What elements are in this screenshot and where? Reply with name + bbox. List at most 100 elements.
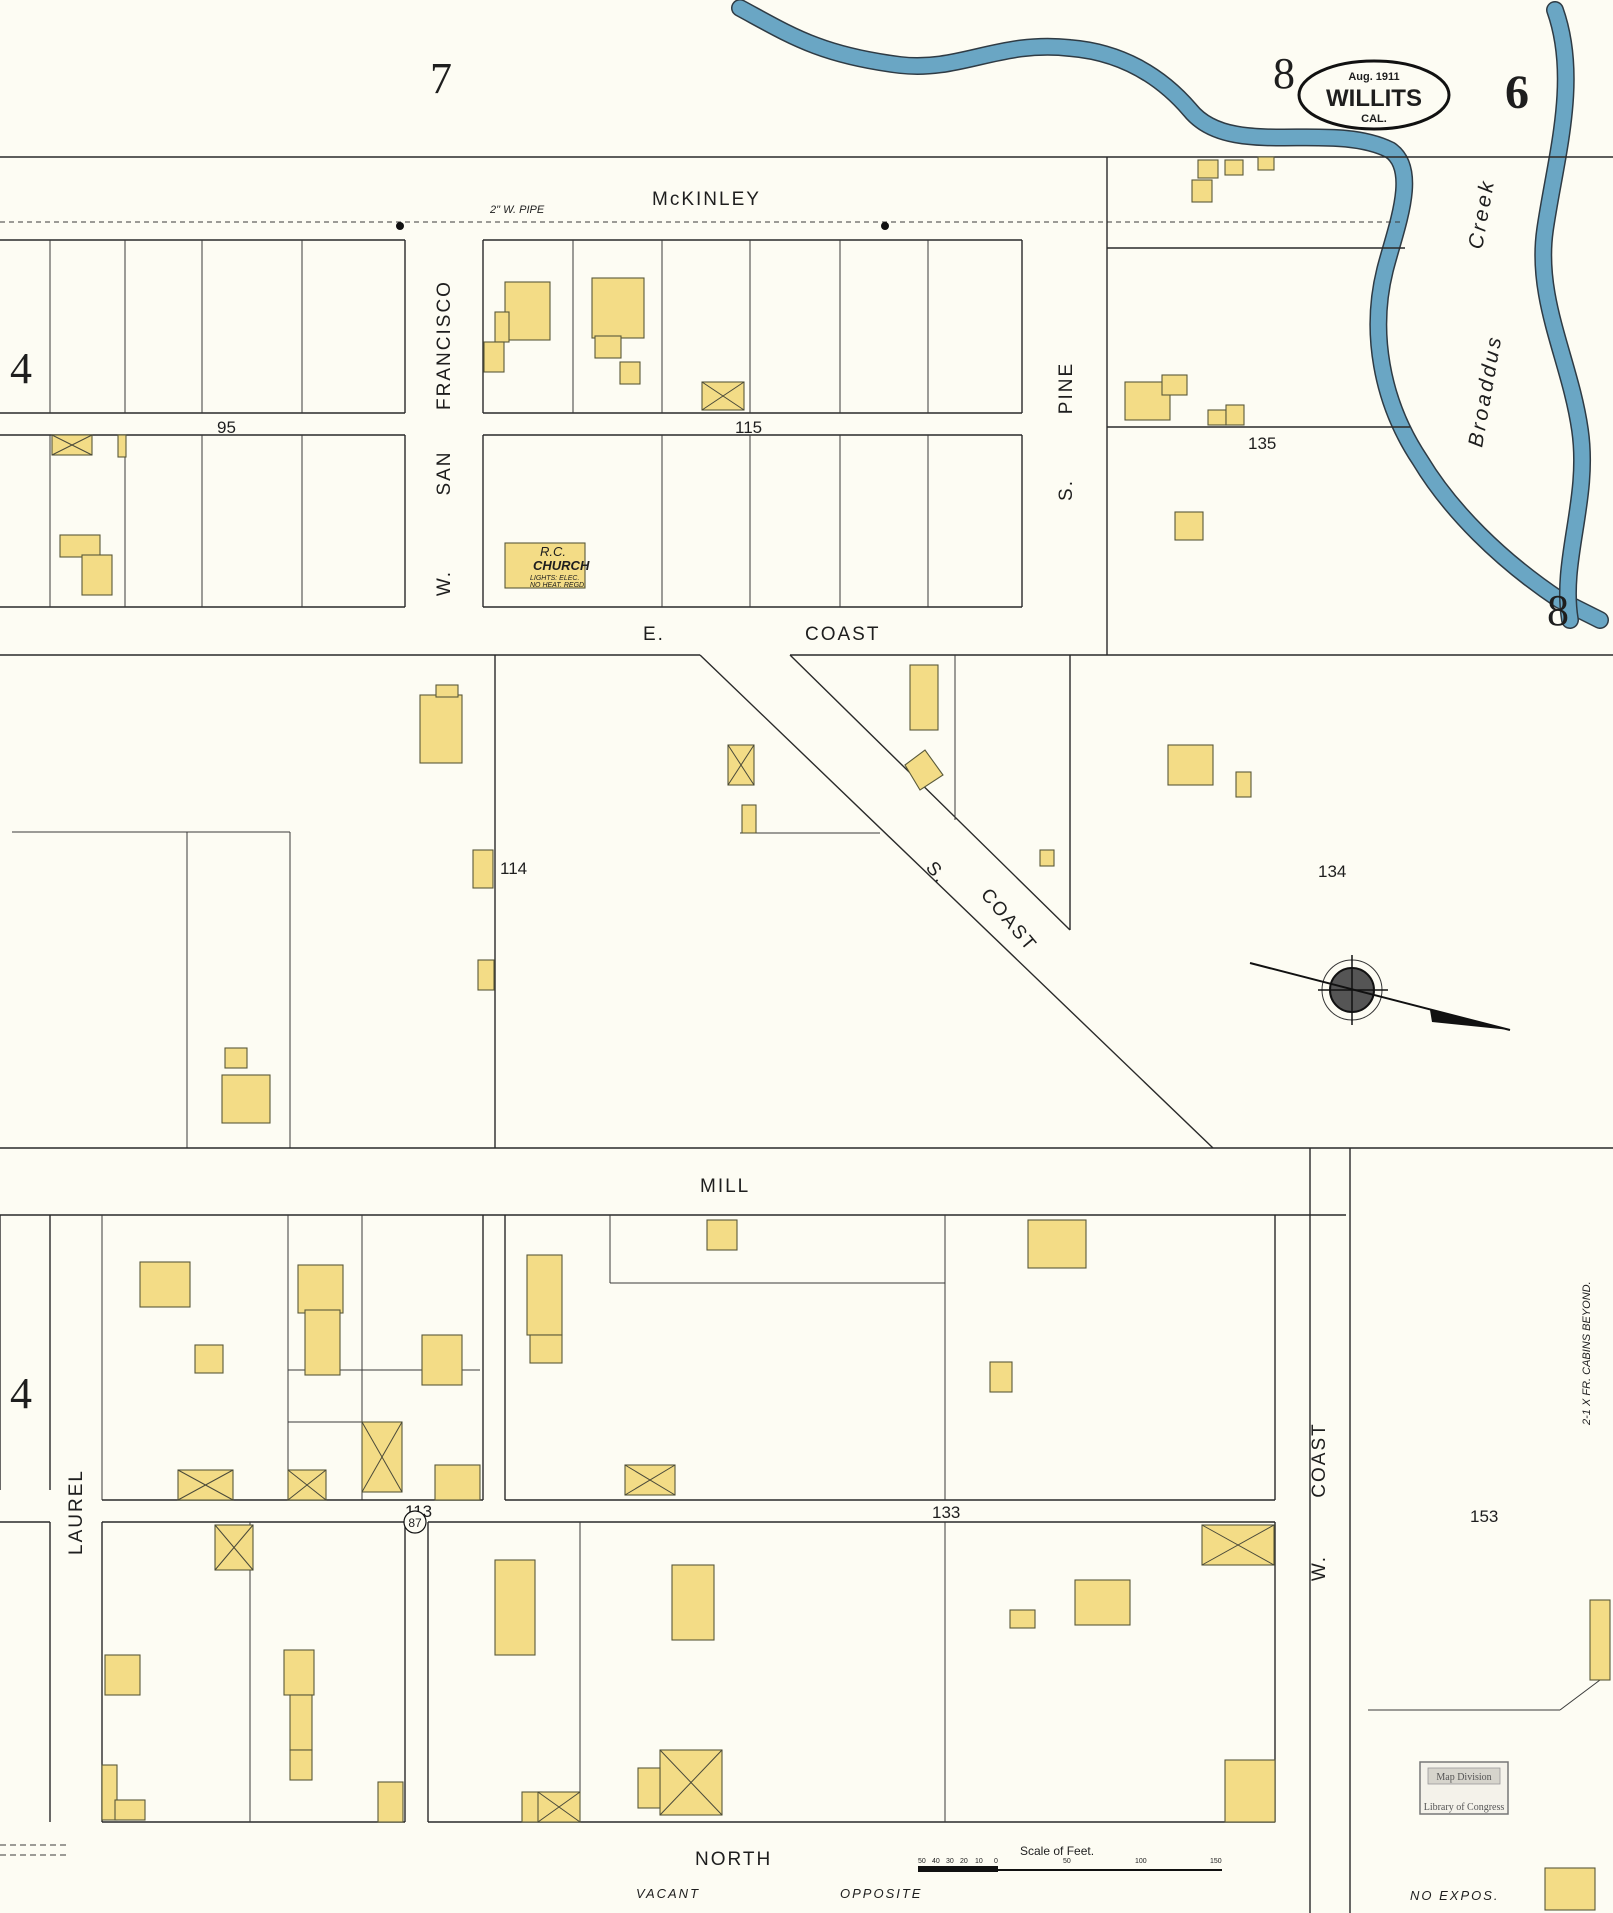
- dwelling: [1544, 1867, 1596, 1911]
- outbuilding: [1589, 1599, 1611, 1681]
- porch: [435, 684, 459, 698]
- street-w-coast-w: W.: [1309, 1555, 1330, 1581]
- outbuilding: [594, 335, 622, 359]
- street-grid: [0, 156, 1613, 1913]
- outbuilding: [1235, 771, 1252, 798]
- outbuilding: [989, 1361, 1013, 1393]
- outbuilding: [483, 341, 505, 373]
- church-label: CHURCH: [533, 558, 590, 573]
- dwelling: [304, 1309, 341, 1376]
- outbuilding: [1174, 511, 1204, 541]
- hydrant-dot: [396, 222, 404, 230]
- outbuilding: [1257, 156, 1275, 171]
- adjacent-sheet-top-left: 7: [430, 54, 452, 103]
- street-w: W.: [434, 570, 455, 596]
- rc-church: [504, 542, 586, 589]
- adjacent-sheet-left-upper: 4: [10, 344, 32, 393]
- scale-tick: 20: [960, 1858, 968, 1865]
- street-north: NORTH: [695, 1849, 772, 1870]
- stamp-line2: Library of Congress: [1424, 1802, 1505, 1813]
- stamp-line1: Map Division: [1436, 1772, 1491, 1783]
- library-stamp: Map Division Library of Congress: [1419, 1761, 1509, 1815]
- outbuilding: [494, 311, 510, 343]
- block-number: 114: [500, 859, 527, 878]
- scale-tick: 30: [946, 1858, 954, 1865]
- outbuilding: [101, 1764, 118, 1821]
- outbuilding: [741, 804, 757, 834]
- dwelling: [1224, 1759, 1276, 1823]
- title-date: Aug. 1911: [1348, 71, 1399, 83]
- outbuilding: [1207, 409, 1227, 426]
- dwelling: [671, 1564, 715, 1641]
- scale-tick: 0: [994, 1858, 998, 1865]
- street-s: S.: [1056, 479, 1077, 501]
- sheet-number: 6: [1505, 66, 1529, 119]
- scale-tick: 50: [1063, 1858, 1071, 1865]
- street-laurel: LAUREL: [66, 1469, 87, 1555]
- outbuilding: [1039, 849, 1055, 867]
- dwelling: [1074, 1579, 1131, 1626]
- scale-tick: 50: [918, 1858, 926, 1865]
- church-label-rc: R.C.: [540, 544, 566, 559]
- annotation-cabins-beyond: 2-1 X FR. CABINS BEYOND.: [1581, 1281, 1593, 1426]
- street-w-coast-coast: COAST: [1309, 1422, 1330, 1497]
- dwelling: [591, 277, 645, 339]
- block-number: 153: [1470, 1507, 1498, 1526]
- street-e: E.: [643, 624, 665, 645]
- pipe-note: 2" W. PIPE: [489, 204, 545, 216]
- dwelling: [419, 694, 463, 764]
- title-state: CAL.: [1361, 113, 1387, 125]
- dwelling: [1167, 744, 1214, 786]
- adjacent-sheet-top-right: 8: [1273, 49, 1295, 98]
- dwelling: [504, 281, 551, 341]
- street-coast: COAST: [805, 624, 880, 645]
- route-marker: 87: [408, 1516, 422, 1530]
- outbuilding: [529, 1334, 563, 1364]
- title-city: WILLITS: [1326, 85, 1422, 112]
- outbuilding: [1027, 1219, 1087, 1269]
- scale-bar: Scale of Feet. 50 40 30 20 10 0 50 100 1…: [918, 1844, 1222, 1872]
- dwelling: [297, 1264, 344, 1314]
- annotation-vacant: VACANT: [636, 1886, 700, 1901]
- street-san: SAN: [434, 450, 455, 495]
- outbuilding: [904, 749, 944, 791]
- block-number: 95: [217, 418, 236, 437]
- dwelling: [526, 1254, 563, 1336]
- scale-tick: 10: [975, 1858, 983, 1865]
- block-number: 133: [932, 1503, 960, 1522]
- outbuilding: [637, 1767, 661, 1809]
- broaddus-creek: [731, 0, 1609, 629]
- outbuilding: [59, 534, 101, 558]
- outbuilding: [377, 1781, 404, 1823]
- block-number: 134: [1318, 862, 1346, 881]
- hydrant-dot: [881, 222, 889, 230]
- buildings: [51, 156, 1611, 1911]
- annotation-opposite: OPPOSITE: [840, 1886, 922, 1901]
- outbuilding: [1197, 159, 1219, 179]
- church-note-heat: NO HEAT. REGD.: [530, 582, 586, 589]
- s-coast-edge: [789, 654, 1071, 931]
- north-arrow-compass: [1249, 955, 1511, 1031]
- dwelling: [283, 1649, 315, 1696]
- block-number: 135: [1248, 434, 1276, 453]
- adjacent-sheet-right: 8: [1547, 586, 1569, 635]
- street-mill: MILL: [700, 1176, 750, 1197]
- dwelling: [104, 1654, 141, 1696]
- outbuilding: [224, 1047, 248, 1069]
- scale-tick: 100: [1135, 1858, 1147, 1865]
- adjacent-sheet-left-lower: 4: [10, 1369, 32, 1418]
- dwelling: [221, 1074, 271, 1124]
- title-cartouche: Aug. 1911 WILLITS CAL.: [1297, 59, 1451, 131]
- outbuilding: [117, 434, 127, 458]
- dwelling: [139, 1261, 191, 1308]
- church-note-lights: LIGHTS: ELEC.: [530, 575, 579, 582]
- outbuilding: [472, 849, 494, 889]
- street-mckinley: McKINLEY: [652, 189, 761, 210]
- dwelling: [494, 1559, 536, 1656]
- dwelling: [421, 1334, 463, 1386]
- scale-tick: 150: [1210, 1858, 1222, 1865]
- lot-lines: [49, 240, 929, 607]
- outbuilding: [194, 1344, 224, 1374]
